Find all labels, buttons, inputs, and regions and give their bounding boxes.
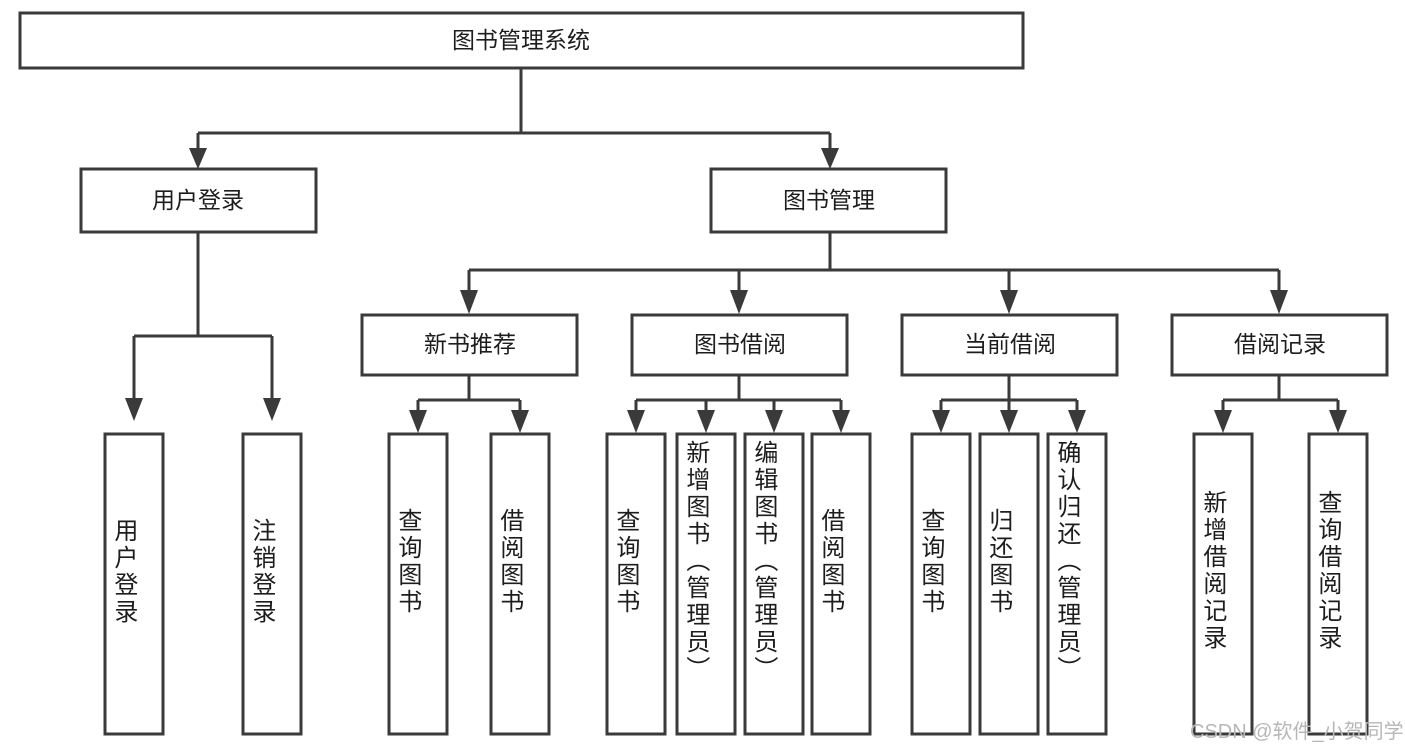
leaf-box-query-book-borrow[interactable] xyxy=(605,432,667,736)
leaf-box-borrow-book-newbook[interactable] xyxy=(489,432,551,736)
node-level3-current-borrow-label: 当前借阅 xyxy=(964,331,1056,357)
node-level3-new-book[interactable] xyxy=(360,313,579,377)
leaf-box-confirm-return-admin[interactable] xyxy=(1046,432,1108,736)
node-level3-borrow-record-label: 借阅记录 xyxy=(1234,331,1326,357)
connector-books-to-level3 xyxy=(460,232,1288,314)
node-level3-book-borrow[interactable] xyxy=(630,313,849,377)
connector-root-to-level2 xyxy=(189,68,839,169)
leaf-box-return-book[interactable] xyxy=(978,432,1040,736)
leaf-box-query-book-newbook[interactable] xyxy=(387,432,449,736)
connector-login-to-leaves xyxy=(125,232,281,421)
node-level3-borrow-record[interactable] xyxy=(1170,313,1389,377)
node-root-label: 图书管理系统 xyxy=(452,27,590,53)
connector-current-to-leaves xyxy=(932,375,1086,433)
connector-newbook-to-leaves xyxy=(409,375,529,433)
leaf-box-add-borrow-record[interactable] xyxy=(1192,432,1254,736)
node-level3-book-borrow-label: 图书借阅 xyxy=(694,331,786,357)
node-level3-new-book-label: 新书推荐 xyxy=(424,331,516,357)
leaf-box-add-book-admin[interactable] xyxy=(675,432,737,736)
node-level2-user-login[interactable] xyxy=(79,167,318,234)
leaf-box-borrow-book[interactable] xyxy=(810,432,872,736)
leaf-box-query-borrow-record[interactable] xyxy=(1307,432,1369,736)
node-level2-book-management[interactable] xyxy=(709,167,948,234)
node-root[interactable] xyxy=(18,11,1025,70)
leaf-box-logout[interactable] xyxy=(241,432,303,736)
leaf-box-query-book-current[interactable] xyxy=(910,432,972,736)
watermark-text: CSDN @软件_小贺同学 xyxy=(1190,721,1404,743)
connector-record-to-leaves xyxy=(1214,375,1347,433)
leaf-box-edit-book-admin[interactable] xyxy=(743,432,805,736)
leaf-box-user-login[interactable] xyxy=(103,432,165,736)
node-level2-user-login-label: 用户登录 xyxy=(152,187,244,213)
node-level2-book-management-label: 图书管理 xyxy=(783,187,875,213)
node-level3-current-borrow[interactable] xyxy=(900,313,1119,377)
connector-borrow-to-leaves xyxy=(627,375,850,433)
